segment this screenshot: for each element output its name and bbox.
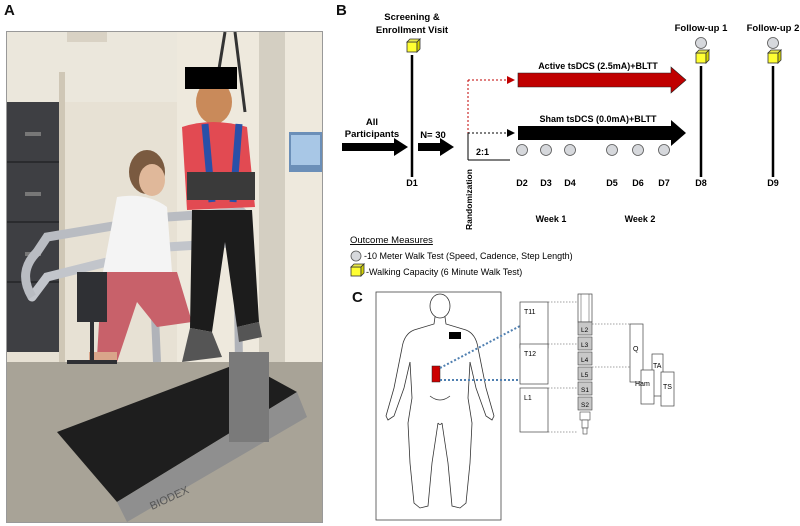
legend-title: Outcome Measures bbox=[350, 235, 433, 246]
legend-cube-text: -Walking Capacity (6 Minute Walk Test) bbox=[366, 267, 522, 277]
svg-text:TS: TS bbox=[663, 384, 672, 391]
legend-circle-icon bbox=[350, 250, 362, 262]
day-label-d1: D1 bbox=[406, 178, 418, 188]
svg-text:Q: Q bbox=[633, 346, 639, 353]
day-label-d7: D7 bbox=[658, 178, 670, 188]
study-timeline: Screening & Enrollment Visit All Partici… bbox=[342, 12, 800, 277]
panel-letter-b: B bbox=[336, 2, 347, 19]
screening-label-line2: Enrollment Visit bbox=[376, 25, 449, 36]
box-guide-lines bbox=[548, 301, 578, 433]
day-label-d3: D3 bbox=[540, 178, 552, 188]
body-outline-box bbox=[375, 291, 502, 521]
segment-l5: L5 bbox=[577, 366, 593, 381]
active-arm-label: Active tsDCS (2.5mA)+BLTT bbox=[538, 61, 658, 71]
followup2-label: Follow-up 2 bbox=[747, 23, 800, 34]
day-label-d4: D4 bbox=[564, 178, 576, 188]
treadmill-photo: BIODEX bbox=[6, 31, 323, 523]
muscle-box-quadriceps: Q bbox=[629, 323, 644, 383]
week2-label: Week 2 bbox=[625, 214, 656, 224]
svg-text:S1: S1 bbox=[581, 387, 589, 394]
all-participants-line1: All bbox=[366, 117, 378, 128]
conus-medullaris bbox=[579, 411, 591, 435]
body-outline bbox=[385, 293, 495, 509]
all-participants-arrow bbox=[342, 138, 408, 156]
legend-circle-text: -10 Meter Walk Test (Speed, Cadence, Ste… bbox=[364, 251, 573, 261]
svg-text:L3: L3 bbox=[581, 342, 589, 349]
all-participants-line2: Participants bbox=[345, 129, 399, 140]
day-label-d8: D8 bbox=[695, 178, 707, 188]
svg-text:L4: L4 bbox=[581, 357, 589, 364]
followup1-cube-icon bbox=[695, 49, 710, 64]
panel-letter-a: A bbox=[4, 2, 15, 19]
n-arrow bbox=[418, 138, 454, 156]
svg-text:T12: T12 bbox=[524, 351, 536, 358]
session-circle-icon-d2 bbox=[516, 144, 528, 156]
filing-cabinet bbox=[7, 102, 59, 352]
day-label-d5: D5 bbox=[606, 178, 618, 188]
muscle-box-hamstrings: Ham bbox=[635, 369, 655, 405]
svg-text:T11: T11 bbox=[524, 309, 536, 316]
followup2-cube-icon bbox=[767, 49, 782, 64]
session-circle-icon-d4 bbox=[564, 144, 576, 156]
face-redaction bbox=[185, 67, 237, 89]
vertebra-box-t11: T11 bbox=[519, 301, 549, 349]
session-circle-icon-d6 bbox=[632, 144, 644, 156]
day-label-d9: D9 bbox=[767, 178, 779, 188]
followup1-label: Follow-up 1 bbox=[675, 23, 728, 34]
followup2-circle-icon bbox=[767, 37, 779, 49]
muscle-guide-lines bbox=[592, 323, 630, 368]
anode-electrode bbox=[449, 332, 461, 339]
session-circle-icon-d7 bbox=[658, 144, 670, 156]
panel-letter-c: C bbox=[352, 289, 363, 306]
vertebra-box-l1: L1 bbox=[519, 387, 549, 433]
projection-line-upper bbox=[439, 325, 521, 369]
segment-s2: S2 bbox=[577, 396, 593, 411]
spinal-diagram: T11 T12 L1 L2 L3 L4 L5 S1 S2 Q TA bbox=[375, 291, 675, 521]
screening-label-line1: Screening & bbox=[384, 12, 440, 23]
randomization-label: Randomization bbox=[464, 169, 474, 230]
spinal-cord-upper bbox=[577, 293, 593, 323]
vertebra-box-t12: T12 bbox=[519, 343, 549, 385]
session-circle-icon-d5 bbox=[606, 144, 618, 156]
segment-l3: L3 bbox=[577, 336, 593, 351]
muscle-box-triceps-surae: TS bbox=[660, 371, 675, 407]
svg-text:L1: L1 bbox=[524, 395, 532, 402]
sham-arm-arrow bbox=[518, 120, 686, 146]
screening-cube-icon bbox=[406, 38, 421, 53]
svg-text:L5: L5 bbox=[581, 372, 589, 379]
ratio-label: 2:1 bbox=[476, 147, 489, 157]
segment-l2: L2 bbox=[577, 321, 593, 336]
svg-text:L2: L2 bbox=[581, 327, 589, 334]
day-label-d6: D6 bbox=[632, 178, 644, 188]
week1-label: Week 1 bbox=[536, 214, 567, 224]
day-label-d2: D2 bbox=[516, 178, 528, 188]
svg-text:Ham: Ham bbox=[635, 381, 650, 388]
segment-l4: L4 bbox=[577, 351, 593, 366]
session-circle-icon-d3 bbox=[540, 144, 552, 156]
followup1-circle-icon bbox=[695, 37, 707, 49]
cathode-electrode bbox=[431, 365, 441, 383]
patient bbox=[196, 80, 232, 124]
svg-text:S2: S2 bbox=[581, 402, 589, 409]
legend-cube-icon bbox=[350, 263, 365, 277]
active-arm-arrow bbox=[517, 66, 687, 94]
sham-arm-label: Sham tsDCS (0.0mA)+BLTT bbox=[539, 114, 657, 124]
segment-s1: S1 bbox=[577, 381, 593, 396]
svg-text:TA: TA bbox=[653, 363, 662, 370]
treadmill-photo-illustration: BIODEX bbox=[7, 32, 322, 522]
n-label: N= 30 bbox=[420, 130, 446, 141]
